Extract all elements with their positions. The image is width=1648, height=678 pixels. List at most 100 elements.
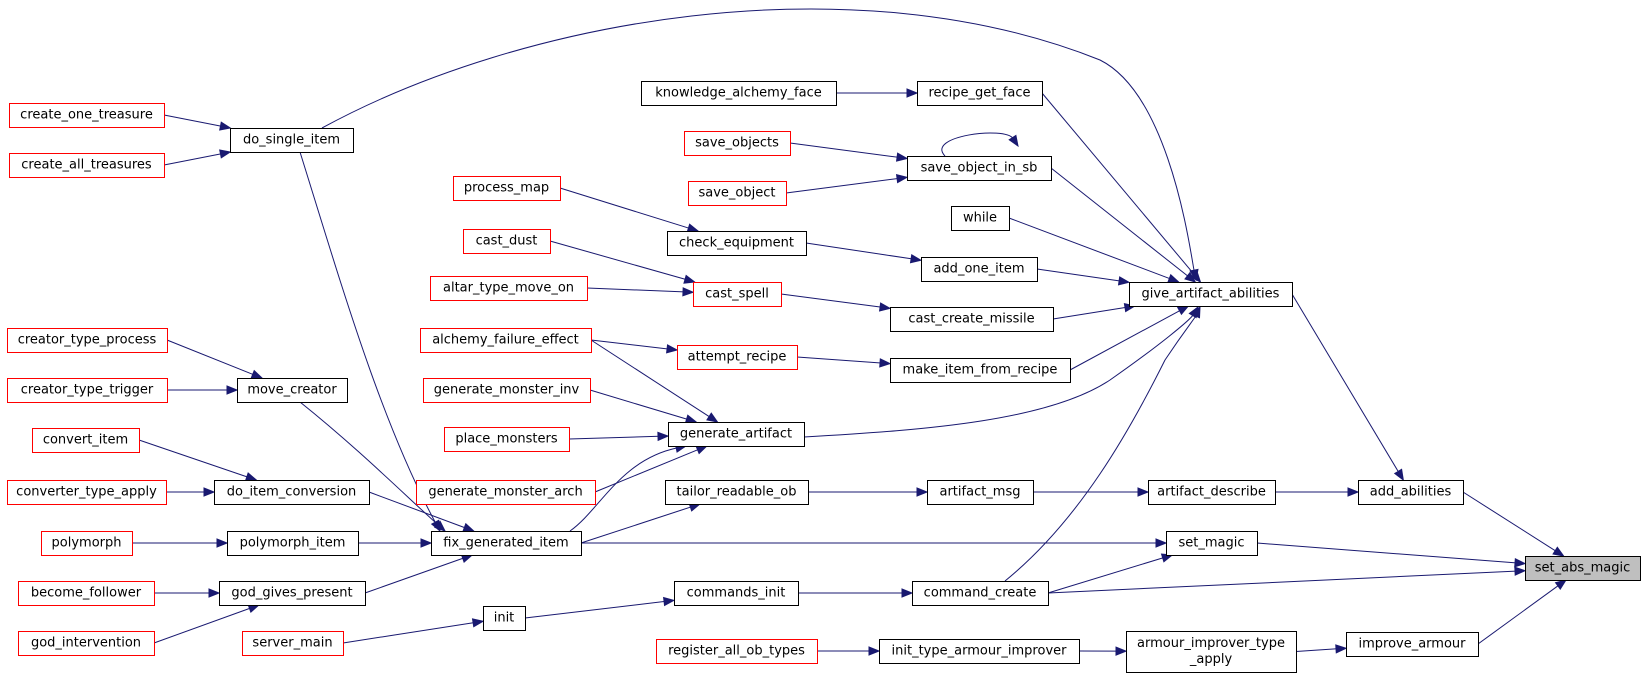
edge-arrowhead (879, 358, 892, 368)
node-fix-generated-item[interactable]: fix_generated_item (431, 531, 582, 556)
edge-line (789, 142, 899, 158)
node-label: create_all_treasures (21, 158, 152, 173)
node-generate-monster-arch[interactable]: generate_monster_arch (416, 480, 596, 505)
node-make-item-from-recipe[interactable]: make_item_from_recipe (890, 358, 1071, 383)
edge-line (1004, 314, 1197, 582)
node-box (917, 81, 1043, 106)
edge-arrowhead (909, 254, 923, 264)
node-place-monsters[interactable]: place_monsters (444, 427, 570, 452)
node-knowledge-alchemy-face[interactable]: knowledge_alchemy_face (641, 81, 837, 106)
node-creator-type-trigger[interactable]: creator_type_trigger (7, 378, 168, 403)
node-cast-spell[interactable]: cast_spell (693, 282, 782, 307)
node-set-abs-magic[interactable]: set_abs_magic (1525, 556, 1641, 581)
node-armour-improver-type-apply[interactable]: armour_improver_type_apply (1126, 631, 1297, 673)
node-label: cast_create_missile (908, 312, 1034, 327)
node-box (214, 480, 370, 505)
edge-line (569, 447, 678, 532)
edge-make_item_from_recipe-to-give_artifact_abilities (1069, 305, 1190, 371)
edge-line (805, 242, 913, 260)
edge-generate_monster_inv-to-generate_artifact (589, 389, 698, 424)
node-add-abilities[interactable]: add_abilities (1358, 480, 1464, 505)
node-generate-monster-inv[interactable]: generate_monster_inv (423, 378, 591, 403)
edge-arrowhead (1155, 538, 1168, 548)
node-converter-type-apply[interactable]: converter_type_apply (7, 480, 167, 505)
node-save-object[interactable]: save_object (688, 181, 787, 206)
node-check-equipment[interactable]: check_equipment (667, 231, 807, 256)
node-server-main[interactable]: server_main (242, 631, 344, 656)
node-cast-create-missile[interactable]: cast_create_missile (890, 307, 1054, 332)
edge-arrowhead (244, 472, 258, 482)
edge-recipe_get_face-to-give_artifact_abilities (1041, 92, 1202, 284)
node-recipe-get-face[interactable]: recipe_get_face (917, 81, 1043, 106)
node-give-artifact-abilities[interactable]: give_artifact_abilities (1129, 282, 1293, 307)
node-god-gives-present[interactable]: god_gives_present (219, 581, 366, 606)
edge-fix_generated_item-to-tailor_readable_ob (580, 502, 702, 544)
node-box (18, 581, 155, 606)
node-artifact-msg[interactable]: artifact_msg (927, 480, 1034, 505)
node-tailor-readable-ob[interactable]: tailor_readable_ob (665, 480, 809, 505)
edge-arrowhead (216, 538, 229, 548)
node-set-magic[interactable]: set_magic (1166, 531, 1258, 556)
node-become-follower[interactable]: become_follower (18, 581, 155, 606)
edge-arrowhead (1514, 558, 1527, 568)
node-box (41, 531, 133, 556)
node-cast-dust[interactable]: cast_dust (463, 229, 551, 254)
node-altar-type-move-on[interactable]: altar_type_move_on (430, 276, 588, 301)
node-command-create[interactable]: command_create (912, 581, 1049, 606)
node-creator-type-process[interactable]: creator_type_process (7, 328, 168, 353)
node-register-all-ob-types[interactable]: register_all_ob_types (656, 639, 818, 664)
node-while[interactable]: while (951, 206, 1010, 231)
edge-arrowhead (1008, 134, 1019, 148)
node-god-intervention[interactable]: god_intervention (18, 631, 155, 656)
node-box (230, 128, 354, 153)
node-process-map[interactable]: process_map (453, 176, 561, 201)
node-create-all-treasures[interactable]: create_all_treasures (9, 153, 165, 178)
node-save-objects[interactable]: save_objects (684, 131, 791, 156)
node-layer: set_abs_magic add_abilities set_magiccomma… (7, 81, 1641, 673)
node-label: generate_artifact (680, 427, 792, 442)
edge-add_one_item-to-give_artifact_abilities (1036, 268, 1131, 286)
node-init[interactable]: init (483, 606, 526, 631)
node-label: cast_spell (705, 287, 769, 302)
node-attempt-recipe[interactable]: attempt_recipe (677, 345, 798, 370)
edge-command_create-to-set_magic (1047, 553, 1174, 594)
edge-god_gives_present-to-fix_generated_item (364, 554, 474, 594)
node-improve-armour[interactable]: improve_armour (1346, 632, 1479, 657)
edge-line (1069, 309, 1181, 371)
edge-move_creator-to-fix_generated_item (299, 401, 447, 532)
node-label: set_abs_magic (1535, 561, 1631, 576)
node-box (1358, 480, 1464, 505)
node-do-single-item[interactable]: do_single_item (230, 128, 354, 153)
node-polymorph-item[interactable]: polymorph_item (227, 531, 359, 556)
edge-save_object_in_sb-to-save_object_in_sb (941, 132, 1019, 157)
edge-line (153, 607, 251, 644)
node-box (483, 606, 526, 631)
node-box (907, 156, 1052, 181)
edge-cast_spell-to-cast_create_missile (780, 293, 892, 312)
node-save-object-in-sb[interactable]: save_object_in_sb (907, 156, 1052, 181)
node-move-creator[interactable]: move_creator (237, 378, 348, 403)
node-alchemy-failure-effect[interactable]: alchemy_failure_effect (420, 328, 592, 353)
node-label: become_follower (31, 586, 142, 601)
edge-artifact_msg-to-artifact_describe (1033, 487, 1150, 497)
node-add-one-item[interactable]: add_one_item (921, 257, 1038, 282)
node-convert-item[interactable]: convert_item (32, 428, 140, 453)
node-create-one-treasure[interactable]: create_one_treasure (9, 103, 165, 128)
edge-arrowhead (895, 173, 909, 184)
node-artifact-describe[interactable]: artifact_describe (1148, 480, 1276, 505)
node-box (444, 427, 570, 452)
node-label: make_item_from_recipe (903, 363, 1058, 378)
node-commands-init[interactable]: commands_init (674, 581, 799, 606)
node-do-item-conversion[interactable]: do_item_conversion (214, 480, 370, 505)
edge-line (163, 114, 222, 127)
edge-while-to-give_artifact_abilities (1008, 217, 1180, 283)
node-init-type-armour-improver[interactable]: init_type_armour_improver (879, 639, 1080, 664)
edge-knowledge_alchemy_face-to-recipe_get_face (836, 88, 919, 98)
edge-line (590, 339, 669, 350)
node-polymorph[interactable]: polymorph (41, 531, 133, 556)
node-generate-artifact[interactable]: generate_artifact (668, 422, 805, 447)
edge-arrowhead (916, 487, 929, 497)
edge-save_object-to-save_object_in_sb (785, 173, 909, 194)
edge-arrowhead (682, 287, 695, 297)
edge-line (589, 389, 688, 420)
